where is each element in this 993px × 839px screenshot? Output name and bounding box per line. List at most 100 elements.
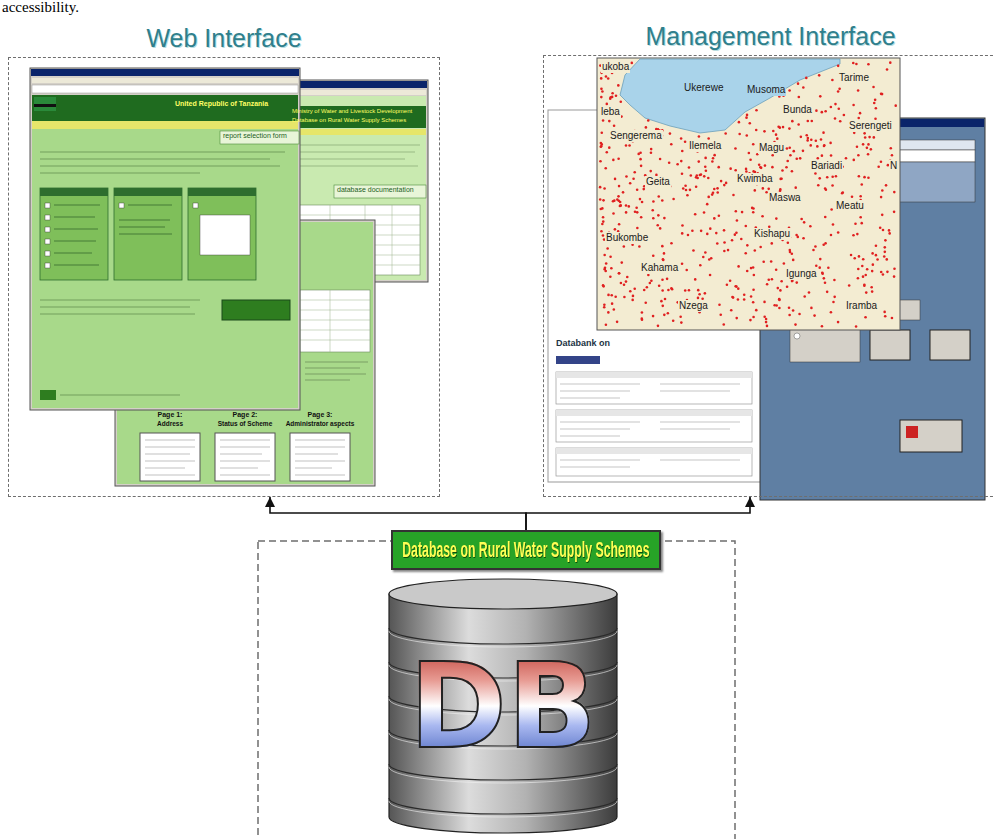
scheme-dot-part [601,223,604,226]
scheme-dot-part [662,258,665,261]
scheme-dot-part [880,271,883,274]
scheme-dot-part [749,158,752,161]
scheme-dot-part [762,187,765,190]
scheme-dot-part [858,255,861,258]
page-thumbnail-part-part [220,461,270,462]
scheme-dot-part [681,232,684,235]
scheme-dot-part [605,103,608,106]
screenshot-text: Databank on [556,338,610,348]
scheme-dot-part [680,137,683,140]
scheme-dot-part [821,111,824,114]
scheme-dot-part [889,61,892,64]
scheme-dot-part [863,285,866,288]
scheme-dot-part [761,215,764,218]
browser-screenshot-part [40,152,285,173]
scheme-dot-part [600,230,603,233]
scheme-dot-part [705,169,708,172]
report-screenshot-part-part [300,340,370,341]
scheme-dot-part [625,204,628,207]
browser-screenshot-part-part [119,203,124,208]
report-page-part-part [660,391,730,392]
scheme-dot-part [867,176,870,179]
scheme-dot-part [791,252,794,255]
report-screenshot-part-part [300,320,370,321]
scheme-dot-part [839,120,842,123]
scheme-dot-part [875,244,878,247]
scheme-dot-part [725,182,728,185]
scheme-dot-part [700,230,703,233]
scheme-dot-part [762,260,765,263]
scheme-dot-part [771,278,774,281]
screenshot-text: Address [157,420,183,427]
browser-screenshot-part [40,390,56,400]
scheme-dot-part [802,150,805,153]
scheme-dot-part [600,131,603,134]
scheme-dot-part [602,199,605,202]
scheme-dot-part [681,172,684,175]
scheme-dot-part [685,189,688,192]
scheme-dot-part [645,126,648,129]
map-label: Ukerewe [683,82,724,94]
scheme-dot-part [746,114,749,117]
scheme-dot-part [691,229,694,232]
scheme-dot-part [614,178,617,181]
scheme-dot-part [698,293,701,296]
map-label: Kwimba [736,173,774,185]
scheme-dot-part [661,278,664,281]
scheme-dot-part [607,77,610,80]
scheme-dot-part [657,325,660,328]
browser-screenshot-part-part [45,215,50,220]
screenshot-text: Page 3: [308,411,333,419]
scheme-dot-part [688,289,691,292]
map-label: Serengeti [848,120,893,132]
scheme-dot-part [723,229,726,232]
scheme-dot-part [800,218,803,221]
scheme-dot-part [821,154,824,157]
scheme-dot-part [843,114,846,117]
scheme-dot-part [787,242,790,245]
screenshot-text: Administrator aspects [286,420,355,427]
scheme-dot-part [650,148,653,151]
report-screenshot-part-part [330,290,331,352]
scheme-dot-part [752,207,755,210]
scheme-dot-part [823,277,826,280]
scheme-dot-part [775,133,778,136]
scheme-dot-part [776,137,779,140]
cylinder-body [389,594,617,833]
scheme-dot-part [716,191,719,194]
screenshot-text: Ministry of Water and Livestock Developm… [292,108,412,115]
scheme-dot-part [636,188,639,191]
browser-screenshot [30,68,300,410]
browser-screenshot-part-part [45,251,50,256]
report-page-part-part [556,372,752,378]
scheme-dot-part [861,265,864,268]
scheme-dot-part [609,255,612,258]
scheme-dot-part [832,301,835,304]
scheme-dot-part [663,217,666,220]
scheme-dot-part [713,217,716,220]
scheme-dot-part [871,252,874,255]
scheme-dot-part [695,185,698,188]
scheme-dot-part [656,224,659,227]
scheme-dot-part [636,211,639,214]
scheme-dot-part [786,147,789,150]
scheme-dot-part [807,120,810,123]
map-label: Maswa [768,192,802,204]
scheme-dot-part [738,133,741,136]
browser-screenshot-part [296,145,420,166]
scheme-dot-part [681,224,684,227]
scheme-dot-part [866,268,869,271]
scheme-dot-part [745,116,748,119]
scheme-dot-part [830,154,833,157]
scheme-dot-part [753,189,756,192]
page-thumbnail-part-part [295,454,338,455]
scheme-dot-part [781,169,784,172]
scheme-dot-part [802,237,805,240]
scheme-dot-part [827,266,830,269]
cylinder-label: DB [409,641,597,771]
scheme-dot-part [834,103,837,106]
scheme-dot-part [632,177,635,180]
browser-screenshot-part-part [54,217,95,218]
scheme-dot-part [681,150,684,153]
scheme-dot-part [802,86,805,89]
